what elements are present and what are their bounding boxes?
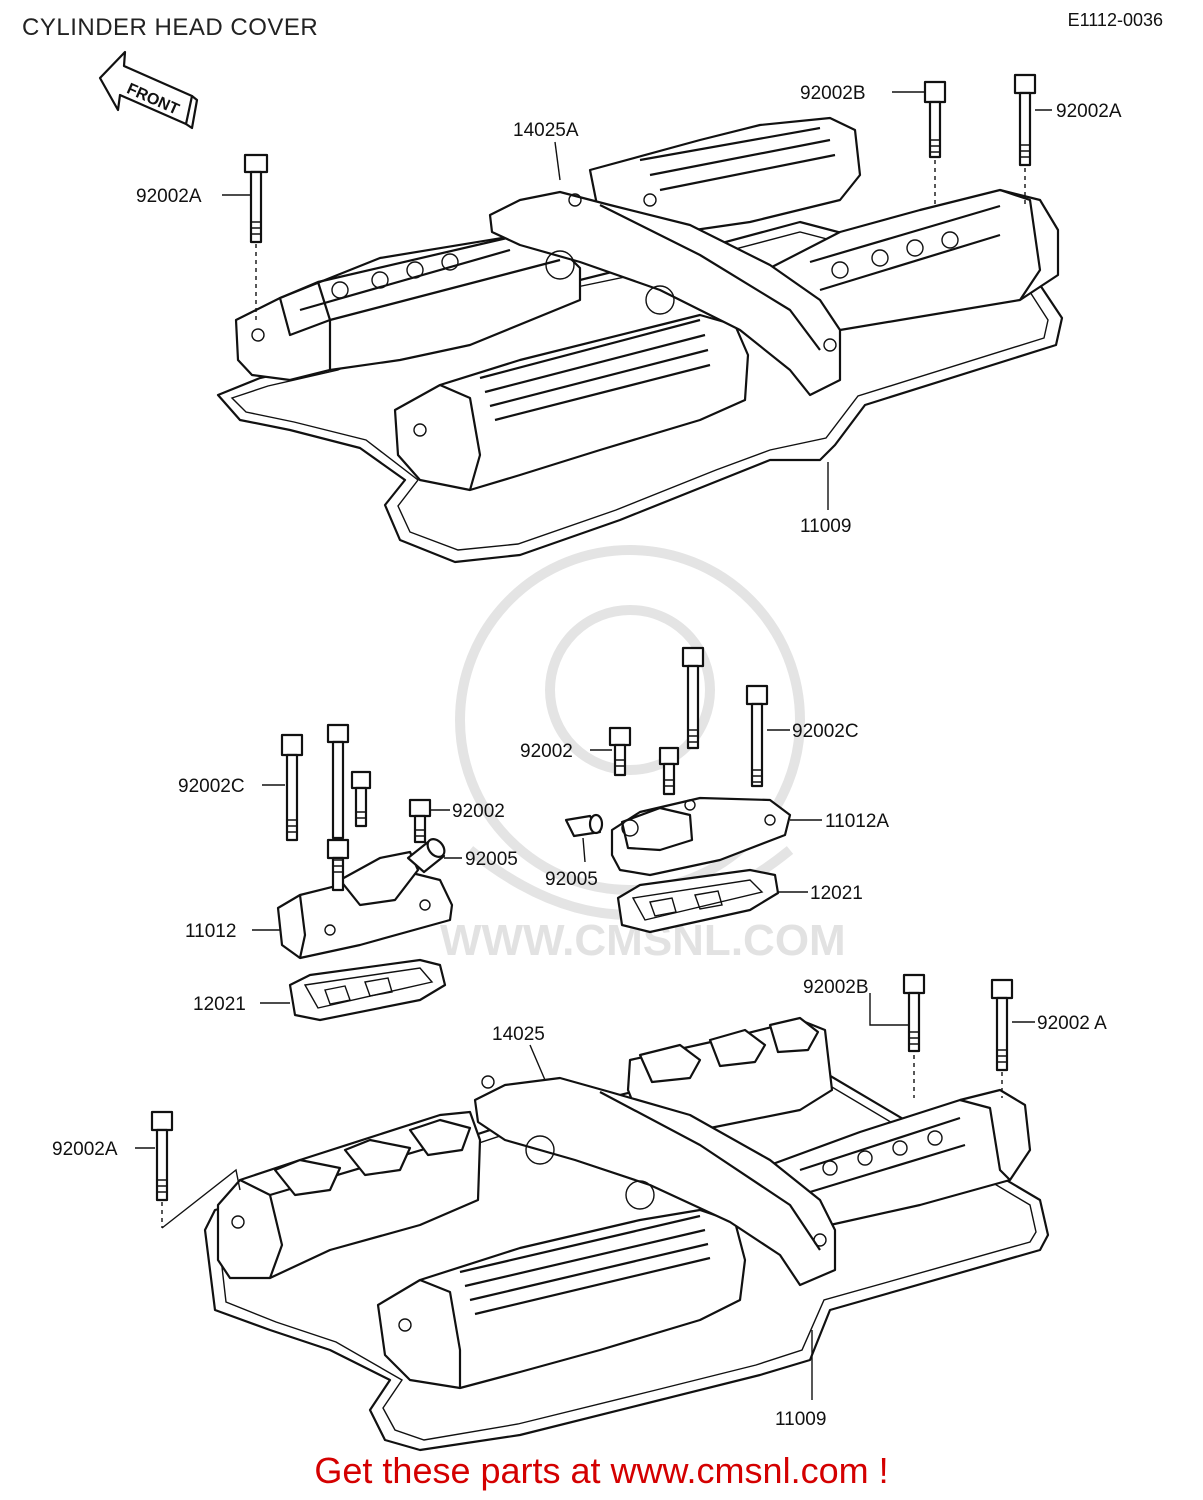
middle-cap-11012a [610, 796, 792, 877]
middle-bolt-right-long [681, 646, 705, 750]
label-upper-cover-14025a: 14025A [513, 120, 579, 141]
label-middle-cap-11012: 11012 [185, 921, 236, 942]
label-middle-bolt-92002c-right: 92002C [792, 721, 859, 742]
label-middle-bolt-92002-left: 92002 [452, 801, 505, 822]
upper-cylinder-head-cover [234, 116, 1060, 492]
middle-bolt-92002c-left [280, 733, 304, 842]
middle-gasket-12021-left [288, 958, 447, 1022]
label-middle-cap-11012a: 11012A [825, 811, 889, 832]
lower-cylinder-head-cover [216, 1016, 1032, 1390]
middle-bolt-92002-right [608, 726, 632, 777]
middle-cap-11012 [276, 850, 454, 960]
label-middle-plug-92005-right: 92005 [545, 869, 598, 890]
upper-bolt-92002a-right [1013, 73, 1037, 205]
label-upper-bolt-92002b: 92002B [800, 83, 866, 104]
middle-plug-92005-right [564, 813, 604, 863]
lower-bolt-92002a-left [150, 1110, 241, 1229]
diagram-title: CYLINDER HEAD COVER [22, 14, 319, 41]
middle-bolt-92002-left [408, 798, 432, 844]
footer-link-text[interactable]: Get these parts at www.cmsnl.com ! [314, 1450, 889, 1491]
label-upper-bolt-92002a-right: 92002A [1056, 101, 1122, 122]
middle-bolt-left-long [326, 723, 350, 892]
watermark-logo: WWW.CMSNL.COM [440, 545, 846, 965]
label-lower-gasket-11009: 11009 [775, 1409, 826, 1430]
middle-bolt-92002c-right [745, 684, 769, 788]
label-lower-bolt-92002b: 92002B [803, 977, 869, 998]
lower-bolt-92002b [902, 973, 926, 1098]
middle-plug-92005-left [406, 838, 446, 874]
diagram-code: E1112-0036 [1067, 10, 1163, 30]
label-middle-gasket-12021-left: 12021 [193, 994, 246, 1015]
label-middle-bolt-92002-right: 92002 [520, 741, 573, 762]
label-lower-bolt-92002a-right: 92002 A [1037, 1013, 1107, 1034]
label-lower-cover-14025: 14025 [492, 1024, 545, 1045]
lower-bolt-92002a-right [990, 978, 1014, 1098]
label-middle-bolt-92002c-left: 92002C [178, 776, 245, 797]
middle-bolt-right-short [658, 746, 680, 796]
label-upper-gasket-11009: 11009 [800, 516, 851, 537]
label-middle-plug-92005-left: 92005 [465, 849, 518, 870]
label-lower-bolt-92002a-left: 92002A [52, 1139, 118, 1160]
label-middle-gasket-12021-right: 12021 [810, 883, 863, 904]
upper-bolt-92002a-left [243, 153, 269, 320]
middle-gasket-12021-right [616, 868, 780, 934]
label-upper-bolt-92002a-left: 92002A [136, 186, 202, 207]
middle-bolt-left-short [350, 770, 372, 828]
upper-bolt-92002b [923, 80, 947, 205]
front-arrow-icon: FRONT [98, 50, 199, 130]
